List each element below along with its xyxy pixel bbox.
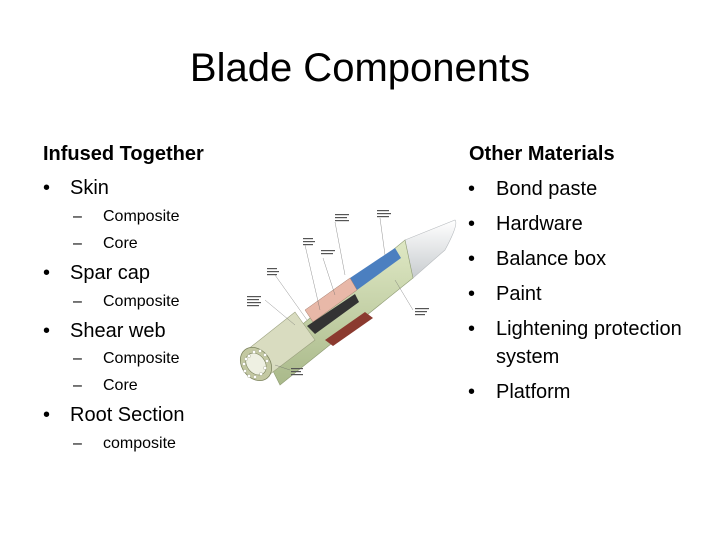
dash-icon: – — [73, 350, 82, 367]
bullet-icon: • — [43, 177, 51, 199]
list-item-label: Paint — [496, 283, 542, 305]
bullet-icon: • — [468, 283, 476, 305]
bullet-icon: • — [43, 320, 51, 342]
list-item-label: Lightening protection — [496, 318, 682, 340]
right-column-heading: Other Materials — [469, 143, 615, 165]
list-item-label: Bond paste — [496, 178, 598, 200]
list-item-label: system — [496, 346, 560, 368]
dash-icon: – — [73, 293, 82, 310]
bullet-icon: • — [43, 404, 51, 426]
list-item-label: Spar cap — [70, 262, 151, 284]
sub-item-label: Composite — [103, 293, 180, 310]
sub-item-label: Core — [103, 377, 138, 394]
slide-title: Blade Components — [189, 46, 531, 90]
bullet-icon: • — [468, 318, 476, 340]
sub-item-label: Composite — [103, 350, 180, 367]
bullet-icon: • — [468, 178, 476, 200]
dash-icon: – — [73, 435, 82, 452]
list-item-label: Skin — [70, 177, 109, 199]
sub-item-label: composite — [103, 435, 176, 452]
list-item-label: Platform — [496, 381, 571, 403]
left-column-heading: Infused Together — [43, 143, 204, 165]
list-item-label: Root Section — [70, 404, 185, 426]
bullet-icon: • — [468, 213, 476, 235]
sub-item-label: Composite — [103, 208, 180, 225]
list-item-label: Shear web — [70, 320, 166, 342]
list-item-label: Hardware — [496, 213, 583, 235]
bullet-icon: • — [468, 381, 476, 403]
bullet-icon: • — [468, 248, 476, 270]
bullet-icon: • — [43, 262, 51, 284]
wind-turbine-blade-cross-section-icon — [239, 210, 457, 386]
dash-icon: – — [73, 235, 82, 252]
dash-icon: – — [73, 377, 82, 394]
list-item-label: Balance box — [496, 248, 607, 270]
dash-icon: – — [73, 208, 82, 225]
sub-item-label: Core — [103, 235, 138, 252]
